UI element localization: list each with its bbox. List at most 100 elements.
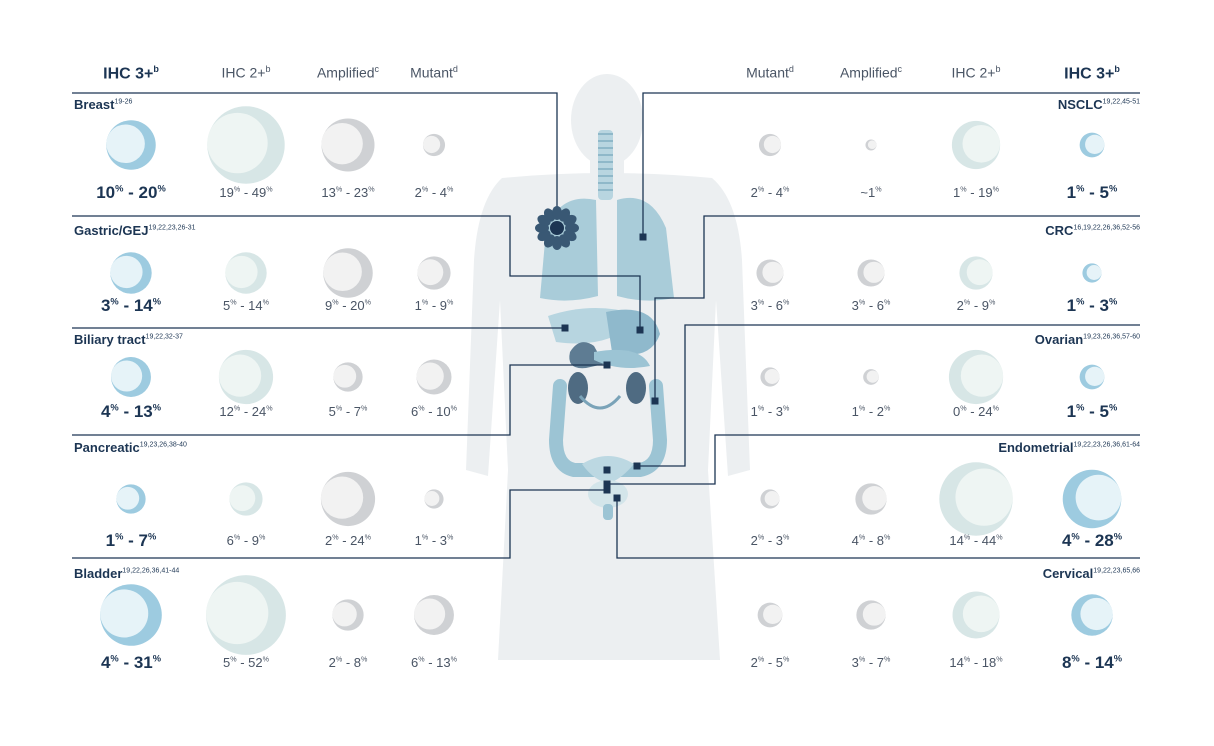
bubble-highlight (867, 140, 877, 150)
range-high: 14 (248, 298, 263, 313)
right-row-label: Ovarian19,23,26,36,57-60 (1035, 332, 1140, 347)
range-low: 1 (105, 531, 116, 550)
bubble-highlight (207, 112, 268, 174)
connector-line (654, 215, 1140, 401)
right-range: 1% - 5% (1066, 183, 1118, 202)
connector-line (637, 324, 1140, 467)
right-range: 1% - 5% (1066, 402, 1118, 421)
range-low: 9 (325, 298, 333, 313)
bubble-highlight (862, 486, 887, 511)
percent-sign: % (361, 655, 368, 664)
bubble-highlight (414, 598, 446, 630)
range-low: 4 (100, 402, 111, 421)
data-bubble (110, 252, 152, 294)
percent-sign: % (335, 185, 343, 194)
range-low: 2 (750, 533, 758, 548)
percent-sign: % (421, 185, 429, 194)
data-bubble (863, 369, 879, 385)
data-bubble (111, 357, 151, 397)
range-low: 13 (321, 185, 336, 200)
bubble-highlight (229, 485, 256, 512)
percent-sign: % (115, 183, 124, 194)
bubble-highlight (323, 252, 362, 292)
percent-sign: % (858, 655, 866, 664)
data-bubble (760, 489, 780, 509)
range-high: 14 (1094, 653, 1114, 672)
percent-sign: % (884, 404, 891, 413)
data-bubble (757, 602, 783, 628)
range-low: 1 (953, 185, 961, 200)
range-low: 3 (100, 296, 111, 315)
organ-marker (636, 326, 644, 334)
bubble-highlight (332, 602, 357, 627)
range-low: 6 (411, 655, 419, 670)
percent-sign: % (447, 298, 454, 307)
percent-sign: % (1109, 402, 1118, 413)
bubble-highlight (321, 122, 363, 165)
left-row-label: Breast19-26 (74, 97, 132, 112)
range-high: 5 (1099, 402, 1110, 421)
percent-sign: % (858, 404, 866, 413)
right-range: 4% - 8% (851, 533, 891, 548)
data-bubble (207, 106, 285, 184)
percent-sign: % (1113, 653, 1123, 664)
header-label: IHC 2+ (221, 64, 266, 81)
percent-sign: % (148, 531, 157, 542)
cancer-name: Cervical (1042, 566, 1094, 581)
percent-sign: % (996, 533, 1003, 542)
left-kidney-shape (626, 372, 646, 404)
range-high: 24 (251, 404, 267, 419)
data-bubble (414, 595, 454, 635)
range-high: 6 (775, 298, 784, 313)
left-row-label: Bladder19,22,26,36,41-44 (74, 566, 179, 581)
gallbladder-shape (569, 342, 604, 369)
range-high: 9 (439, 298, 448, 313)
bubble-highlight (966, 259, 993, 286)
percent-sign: % (110, 402, 119, 413)
data-bubble (323, 248, 373, 298)
range-high: 28 (1094, 531, 1114, 550)
reference-numbers: 19,22,23,26,36,61-64 (1073, 441, 1140, 449)
range-low: 2 (414, 185, 422, 200)
right-header-0: Mutantd (746, 64, 794, 81)
percent-sign: % (783, 404, 790, 413)
percent-sign: % (783, 185, 790, 194)
left-range: 2% - 24% (325, 533, 371, 548)
percent-sign: % (230, 655, 237, 664)
reference-numbers: 19,22,32-37 (145, 333, 183, 341)
range-high: 3 (775, 404, 784, 419)
flower-center (550, 221, 564, 235)
right-range: 1% - 3% (1066, 296, 1118, 315)
header-footnote: c (374, 64, 380, 74)
range-low: 19 (219, 185, 234, 200)
percent-sign: % (421, 533, 429, 542)
percent-sign: % (992, 185, 999, 194)
data-bubble (422, 133, 446, 157)
data-bubble (951, 120, 1001, 170)
bubble-highlight (764, 369, 780, 384)
percent-sign: % (963, 533, 971, 542)
data-bubble (1062, 469, 1122, 529)
data-bubble (332, 599, 364, 631)
right-row-label: CRC16,19,22,26,36,52-56 (1045, 223, 1140, 238)
ureter-shape (578, 395, 622, 410)
header-label: IHC 3+ (103, 65, 154, 83)
data-bubble (939, 462, 1013, 536)
header-footnote: b (995, 64, 1001, 74)
data-bubble (416, 359, 452, 395)
range-low: 2 (328, 655, 336, 670)
percent-sign: % (1109, 296, 1118, 307)
reference-numbers: 19,22,23,26-31 (148, 224, 196, 232)
bubble-highlight (1085, 134, 1105, 155)
left-range: 6% - 10% (411, 404, 457, 419)
range-low: 1 (1066, 183, 1077, 202)
left-lung-shape (617, 197, 674, 301)
range-high: 3 (775, 533, 784, 548)
percent-sign: % (1076, 296, 1085, 307)
right-range: 2% - 4% (750, 185, 790, 200)
cancer-name: Endometrial (998, 440, 1074, 455)
bubble-highlight (763, 135, 782, 154)
bubble-highlight (424, 491, 440, 506)
bubble-highlight (206, 581, 269, 645)
